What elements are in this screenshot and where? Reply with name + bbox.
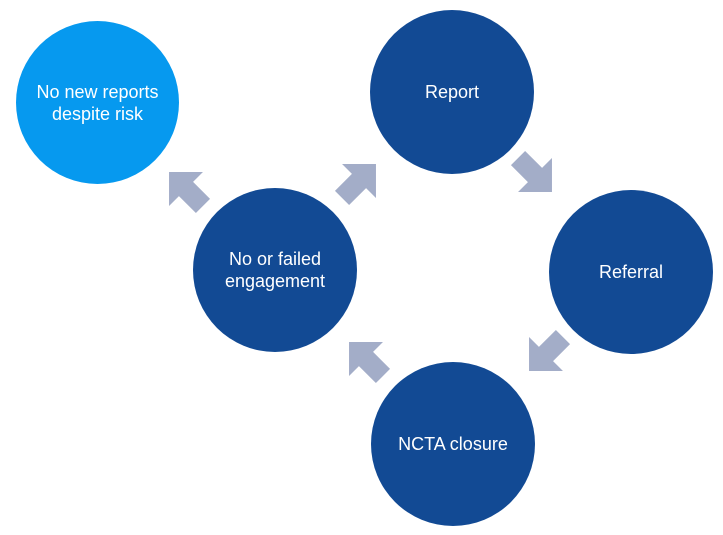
arrow-failed-to-report-icon — [334, 164, 376, 206]
node-referral: Referral — [549, 190, 713, 354]
node-report: Report — [370, 10, 534, 174]
node-ncta-closure: NCTA closure — [371, 362, 535, 526]
node-ncta-closure-label: NCTA closure — [398, 434, 508, 454]
node-failed-engagement-label: No or failed engagement — [224, 249, 326, 291]
arrow-failed-to-no-new-reports-icon — [169, 172, 211, 214]
node-referral-label: Referral — [598, 262, 664, 282]
node-failed-engagement: No or failed engagement — [193, 188, 357, 352]
arrow-referral-to-ncta-icon — [529, 329, 571, 371]
node-no-new-reports: No new reports despite risk — [16, 21, 179, 184]
arrow-ncta-to-failed-icon — [349, 342, 391, 384]
node-no-new-reports-label: No new reports despite risk — [36, 81, 159, 124]
node-report-label: Report — [424, 82, 480, 102]
arrow-report-to-referral-icon — [510, 150, 552, 192]
